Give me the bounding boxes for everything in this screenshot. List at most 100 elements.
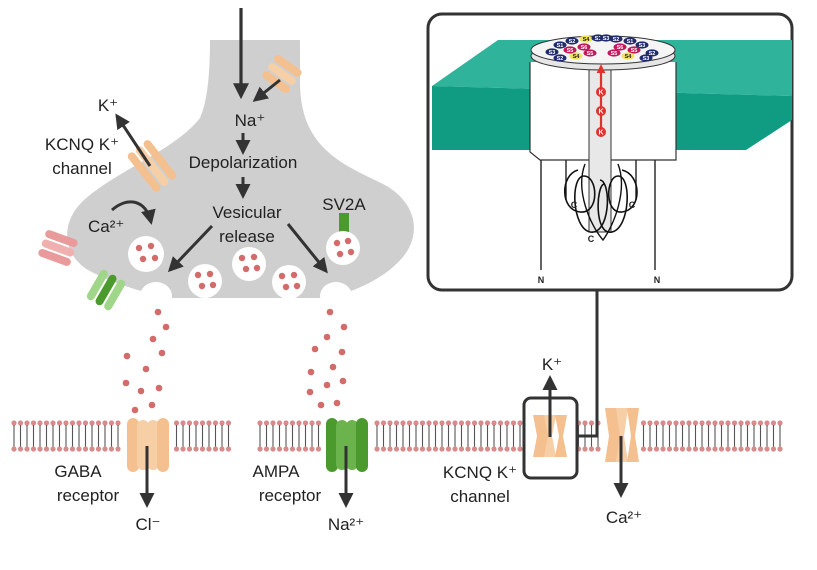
lipid-head <box>582 420 588 426</box>
lipid-head <box>491 446 497 452</box>
lipid-head <box>11 420 17 426</box>
lipid-head <box>302 420 309 426</box>
lipid-head <box>296 446 302 452</box>
lipid-head <box>653 446 660 452</box>
calcium-influx-arrow <box>111 200 156 225</box>
lipid-head <box>315 446 322 452</box>
lipid-head <box>744 420 751 426</box>
lipid-head <box>180 446 186 452</box>
lipid-head <box>445 446 452 452</box>
segment-marker <box>563 46 577 54</box>
segment-label: S5 <box>611 51 618 57</box>
lipid-head <box>387 446 393 452</box>
lipid-head <box>705 446 712 452</box>
lipid-head <box>102 446 108 452</box>
lipid-head <box>413 420 419 426</box>
lipid-head <box>751 420 757 426</box>
sodium-ion-label: Na²⁺ <box>328 515 364 534</box>
lipid-head <box>76 446 82 452</box>
lipid-head <box>653 420 660 426</box>
lipid-head <box>380 446 387 452</box>
lipid-head <box>725 446 731 452</box>
lipid-head <box>673 446 679 452</box>
vesicle <box>232 247 266 281</box>
lipid-head <box>432 446 439 452</box>
lipid-head <box>764 446 770 452</box>
lipid-head <box>82 446 89 452</box>
segment-marker <box>609 35 623 43</box>
lipid-head <box>387 420 393 426</box>
lipid-head <box>270 446 276 452</box>
lipid-head <box>11 446 17 452</box>
lipid-head <box>426 420 432 426</box>
lipid-head <box>452 446 458 452</box>
segment-marker <box>569 52 583 60</box>
lipid-head <box>309 420 315 426</box>
lipid-head <box>50 446 56 452</box>
calcium-membrane-channel-icon <box>605 408 639 462</box>
lipid-head <box>257 446 263 452</box>
pore-potassium-ion: K <box>596 87 606 97</box>
segment-label: S1 <box>627 39 634 45</box>
segment-label: S1 <box>557 43 564 49</box>
neurotransmitter-dot <box>131 406 139 414</box>
neurotransmitter-dot <box>338 348 346 356</box>
segment-marker <box>607 49 621 57</box>
vesicle <box>272 265 306 299</box>
calcium-label: Ca²⁺ <box>88 217 124 236</box>
lipid-head <box>647 446 653 452</box>
neurotransmitter-dot <box>339 377 347 385</box>
lipid-head <box>478 420 484 426</box>
lipid-head <box>770 420 777 426</box>
lipid-head <box>510 420 517 426</box>
fusing-vesicle-left <box>140 282 172 310</box>
lipid-head <box>56 446 63 452</box>
lipid-head <box>69 446 76 452</box>
neurotransmitter-dot <box>323 333 331 341</box>
lipid-head <box>199 446 206 452</box>
lipid-head <box>718 420 725 426</box>
ampa-receptor-icon <box>326 418 368 472</box>
lipid-head <box>374 420 380 426</box>
lipid-head <box>679 420 686 426</box>
lipid-head <box>89 446 95 452</box>
svg-text:K: K <box>598 90 603 97</box>
pore-potassium-ion: K <box>596 127 606 137</box>
lipid-head <box>212 420 219 426</box>
neurotransmitter-dot <box>122 379 130 387</box>
c-terminus-label: C <box>588 234 595 244</box>
sodium-label: Na⁺ <box>235 111 266 130</box>
segment-marker <box>635 41 649 49</box>
lipid-head <box>588 420 595 426</box>
lipid-head <box>193 420 199 426</box>
lipid-head <box>263 420 270 426</box>
lipid-head <box>95 420 102 426</box>
lipid-head <box>744 446 751 452</box>
green-channel-icon <box>86 269 126 311</box>
neurotransmitter-dot <box>323 381 331 389</box>
lipid-head <box>471 446 478 452</box>
lipid-head <box>315 420 322 426</box>
lipid-head <box>452 420 458 426</box>
ampa-label-line2: receptor <box>259 486 322 505</box>
segment-label: S5 <box>567 48 574 54</box>
segment-label: S3 <box>549 50 556 56</box>
lipid-head <box>115 420 121 426</box>
segment-label: S2 <box>569 39 576 45</box>
lipid-head <box>777 420 783 426</box>
lipid-head <box>63 446 69 452</box>
segment-marker <box>627 46 641 54</box>
segment-label: S3 <box>643 56 650 62</box>
gaba-label-line2: receptor <box>57 486 120 505</box>
lipid-head <box>406 420 413 426</box>
lipid-head <box>37 420 43 426</box>
vesicle <box>128 236 164 272</box>
lipid-head <box>731 446 738 452</box>
segment-label: S2 <box>557 56 564 62</box>
lipid-head <box>24 420 30 426</box>
segment-marker <box>613 43 627 51</box>
potassium-efflux-arrow <box>115 113 152 167</box>
lipid-head <box>718 446 725 452</box>
segment-label: S3 <box>603 36 610 42</box>
